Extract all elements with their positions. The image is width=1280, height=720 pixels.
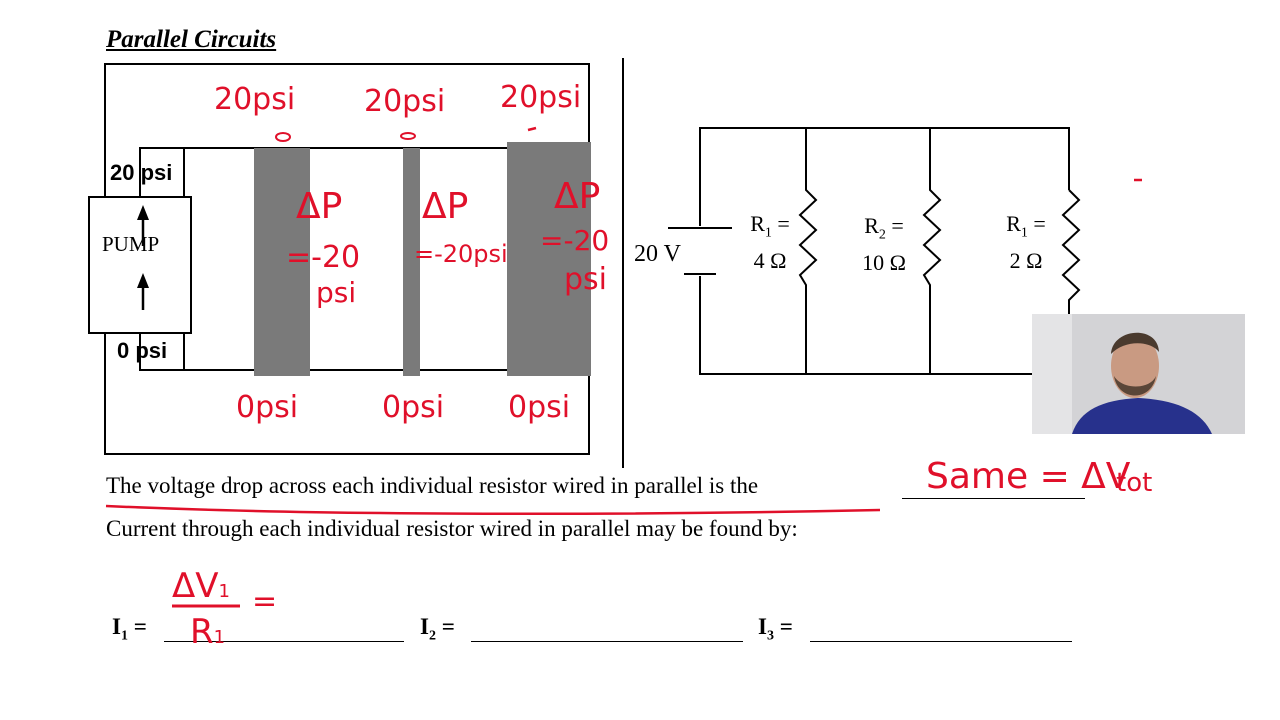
resistor-2-label: R2 = 10 Ω xyxy=(862,213,906,276)
current-statement: Current through each individual resistor… xyxy=(106,516,798,541)
handwritten-delta-p-2: ΔP xyxy=(422,186,469,227)
handwritten-delta-p-3: ΔP xyxy=(554,176,601,217)
handwritten-delta-p-1: ΔP xyxy=(296,186,343,227)
pipe-narrow-1 xyxy=(254,148,310,376)
i3-answer-blank[interactable] xyxy=(810,640,1072,642)
handwritten-delta-value-1: =-20 xyxy=(286,240,361,275)
resistor-3-label: R1 = 2 Ω xyxy=(1006,211,1046,274)
page-title: Parallel Circuits xyxy=(106,26,277,53)
pipe-narrow-2 xyxy=(403,148,420,376)
handwritten-delta-value-2: =-20psi xyxy=(414,240,508,268)
resistor-3-zigzag xyxy=(1061,189,1081,316)
handwritten-bottom-psi-3: 0psi xyxy=(508,390,571,425)
resistor-1-zigzag xyxy=(798,128,818,374)
handwritten-delta-value-3: =-20 xyxy=(540,224,610,257)
pipe-wide-3 xyxy=(507,142,591,376)
i1-answer-blank[interactable] xyxy=(164,640,404,642)
handwritten-top-psi-3: 20psi xyxy=(500,80,582,115)
handwritten-top-psi-1: 20psi xyxy=(214,82,296,117)
handwritten-same-answer: Same = ΔV xyxy=(926,456,1131,497)
bottom-pipe xyxy=(139,334,590,371)
i2-answer-blank[interactable] xyxy=(471,640,743,642)
battery-voltage-label: 20 V xyxy=(634,241,681,267)
pump-box xyxy=(88,196,192,334)
handwritten-tot-subscript: tot xyxy=(1116,468,1153,498)
i3-label: I3 = xyxy=(758,614,793,644)
pump-label: PUMP xyxy=(102,232,160,256)
handwritten-bottom-psi-1: 0psi xyxy=(236,390,299,425)
i2-label: I2 = xyxy=(420,614,455,644)
voltage-answer-blank[interactable] xyxy=(902,497,1085,499)
top-pipe xyxy=(139,147,590,196)
handwritten-psi-unit-1: psi xyxy=(316,276,357,309)
handwritten-i1-denominator: R1 xyxy=(190,612,226,652)
webcam-video-inset xyxy=(1032,314,1245,434)
presenter-image xyxy=(1032,314,1245,434)
handwritten-i1-equals: = xyxy=(252,584,278,619)
voltage-statement: The voltage drop across each individual … xyxy=(106,473,759,498)
resistor-1-label: R1 = 4 Ω xyxy=(750,211,790,274)
resistor-2-zigzag xyxy=(922,128,942,374)
handwritten-bottom-psi-2: 0psi xyxy=(382,390,445,425)
handwritten-top-psi-2: 20psi xyxy=(364,84,446,119)
top-pressure-label: 20 psi xyxy=(110,160,173,185)
bottom-pressure-label: 0 psi xyxy=(117,338,168,363)
handwritten-psi-unit-3: psi xyxy=(564,262,608,297)
i1-label: I1 = xyxy=(112,614,147,644)
handwritten-i1-numerator: ΔV1 xyxy=(172,566,230,606)
circuit-top-wire xyxy=(699,127,1070,226)
circuit-bottom-wire xyxy=(699,276,1032,375)
